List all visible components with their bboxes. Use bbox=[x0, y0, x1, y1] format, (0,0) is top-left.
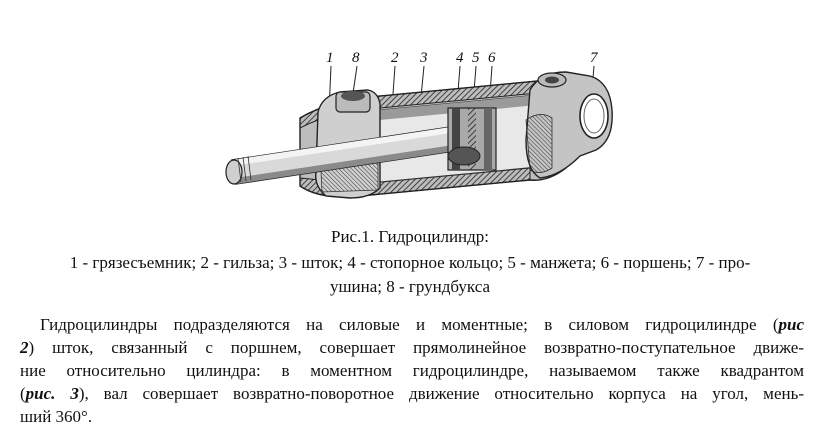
figure-reference: рис. 3 bbox=[25, 384, 79, 403]
callout-7: 7 bbox=[590, 50, 598, 66]
paragraph-text: ) шток, связанный с поршнем, совершает п… bbox=[28, 338, 805, 357]
callout-6: 6 bbox=[488, 50, 496, 66]
paragraph-line-1: Гидроцилиндры подразделяются на силовые … bbox=[20, 313, 804, 336]
body-paragraph: Гидроцилиндры подразделяются на силовые … bbox=[20, 313, 804, 428]
figure-reference: рис bbox=[778, 315, 805, 334]
paragraph-line-5: ший 360°. bbox=[20, 407, 93, 426]
paragraph-text: Гидроцилиндры подразделяются на силовые … bbox=[40, 315, 779, 334]
callout-1: 1 bbox=[326, 50, 334, 66]
callout-4: 4 bbox=[456, 50, 464, 66]
paragraph-line-3: ние относительно цилиндра: в моментном г… bbox=[20, 361, 804, 380]
callout-3: 3 bbox=[420, 50, 428, 66]
paragraph-line-4: (рис. 3), вал совершает возвратно-поворо… bbox=[20, 382, 804, 405]
piston-rod bbox=[225, 123, 475, 185]
hydraulic-cylinder-figure: 1 8 2 3 4 5 6 7 bbox=[225, 50, 613, 199]
figure-caption-legend-line-2: ушина; 8 - грундбукса bbox=[329, 277, 491, 296]
figure-caption-legend-line-1: 1 - грязесъемник; 2 - гильза; 3 - шток; … bbox=[69, 253, 751, 272]
paragraph-text: ( bbox=[20, 384, 26, 403]
callout-5: 5 bbox=[472, 50, 480, 66]
figure-reference: 2 bbox=[20, 338, 29, 357]
callout-8: 8 bbox=[352, 50, 360, 66]
paragraph-line-2: 2) шток, связанный с поршнем, совершает … bbox=[20, 336, 804, 359]
paragraph-text: ), вал совершает возвратно-поворотное дв… bbox=[78, 384, 804, 403]
callout-2: 2 bbox=[391, 50, 399, 66]
hydraulic-cylinder-drawing bbox=[225, 65, 613, 199]
figure-caption-title: Рис.1. Гидроцилиндр: bbox=[330, 227, 490, 246]
piston bbox=[447, 107, 497, 171]
rear-cap-eye bbox=[525, 71, 613, 179]
